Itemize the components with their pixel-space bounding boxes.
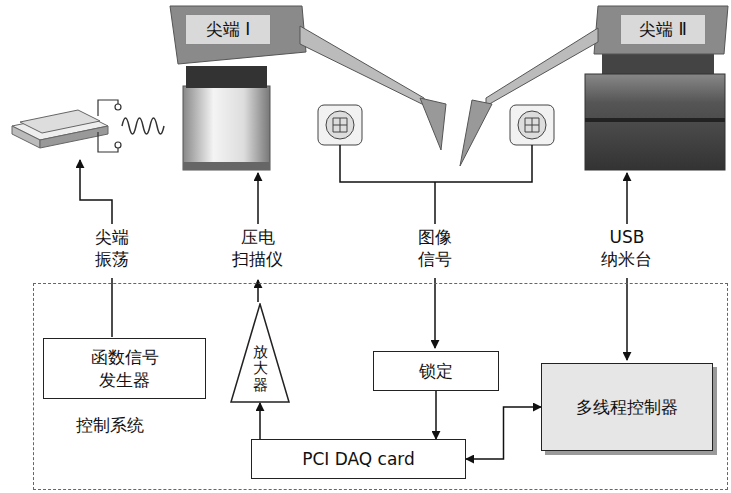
nano-stage: [585, 52, 725, 170]
piezo-scanner: [183, 66, 270, 170]
connector-arrow: [259, 403, 261, 439]
node-text: PCI DAQ card: [302, 448, 415, 470]
node-text: 尖端 Ⅰ: [206, 18, 250, 40]
signal-label: 压电 扫描仪: [229, 226, 287, 270]
node-text: 函数信号发生器: [88, 346, 161, 390]
controller-box: 多线程控制器: [541, 363, 713, 451]
camera-icon: [318, 105, 362, 145]
node-text: 多线程控制器: [576, 396, 678, 418]
tip-label-box: 尖端 Ⅰ: [185, 14, 271, 45]
node-text: 控制系统: [76, 414, 144, 436]
control-system-region: 控制系统 函数信号发生器 放大器 锁定 PCI DAQ card 多线程控制器: [33, 283, 728, 490]
node-text: 放大器: [253, 344, 268, 394]
signal-label: 尖端 振荡: [83, 226, 141, 270]
signal-wire: [80, 145, 627, 360]
oscillation-circuit: [98, 100, 164, 152]
node-text: 尖端 Ⅱ: [639, 18, 687, 40]
process-box: 函数信号发生器: [43, 338, 206, 399]
camera-icon: [510, 105, 554, 145]
connector-arrow: [466, 407, 541, 459]
amplifier-triangle: 放大器: [230, 303, 290, 403]
tip-one-cantilever: [170, 6, 446, 150]
tip-two-cantilever: [460, 6, 728, 166]
node-text: 锁定: [419, 360, 453, 382]
connector-arrow: [435, 391, 437, 439]
tip-label-box: 尖端 Ⅱ: [620, 14, 706, 45]
signal-label: USB 纳米台: [598, 226, 656, 270]
process-box: PCI DAQ card: [251, 439, 466, 479]
signal-label: 图像 信号: [406, 226, 464, 270]
process-box: 锁定: [373, 351, 499, 391]
piezo-plate: [12, 110, 108, 148]
